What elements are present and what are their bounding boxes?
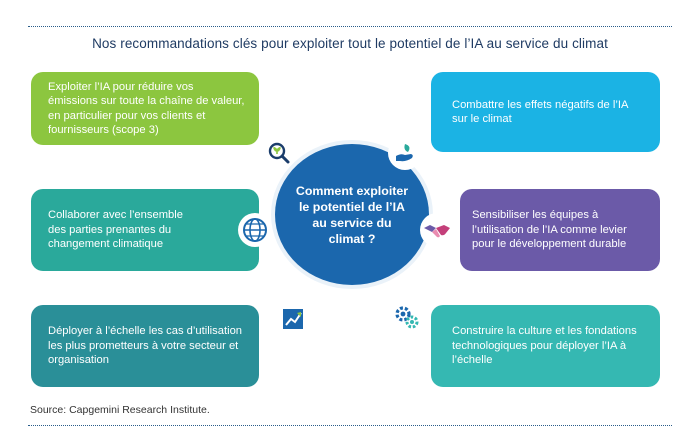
growth-chart-icon: [276, 302, 310, 336]
recommendation-box-top-left: Exploiter l’IA pour réduire vos émission…: [31, 72, 259, 145]
recommendation-box-bottom-left: Déployer à l’échelle les cas d’utilisati…: [31, 305, 259, 387]
recommendation-box-mid-right: Sensibiliser les équipes à l’utilisation…: [460, 189, 660, 271]
source-note: Source: Capgemini Research Institute.: [30, 404, 210, 416]
gears-icon: [390, 300, 424, 334]
magnifier-plant-icon: [262, 136, 296, 170]
globe-icon: [238, 213, 272, 247]
recommendation-box-top-right: Combattre les effets négatifs de l’IA su…: [431, 72, 660, 152]
central-question-text: Comment exploiter le potentiel de l’IA a…: [295, 183, 409, 246]
recommendation-text-bottom-right: Construire la culture et les fondations …: [452, 325, 637, 367]
handshake-icon: [420, 213, 454, 247]
recommendation-text-mid-right: Sensibiliser les équipes à l’utilisation…: [472, 209, 627, 251]
recommendation-box-bottom-right: Construire la culture et les fondations …: [431, 305, 660, 387]
recommendation-box-mid-left: Collaborer avec l’ensemble des parties p…: [31, 189, 259, 271]
recommendation-text-top-left: Exploiter l’IA pour réduire vos émission…: [48, 80, 245, 137]
recommendation-text-bottom-left: Déployer à l’échelle les cas d’utilisati…: [48, 325, 243, 367]
recommendation-text-top-right: Combattre les effets négatifs de l’IA su…: [452, 98, 628, 126]
hand-leaf-icon: [388, 136, 422, 170]
top-divider: [28, 26, 672, 27]
bottom-divider: [28, 425, 672, 426]
page-title: Nos recommandations clés pour exploiter …: [92, 36, 608, 51]
recommendation-text-mid-left: Collaborer avec l’ensemble des parties p…: [48, 209, 183, 251]
